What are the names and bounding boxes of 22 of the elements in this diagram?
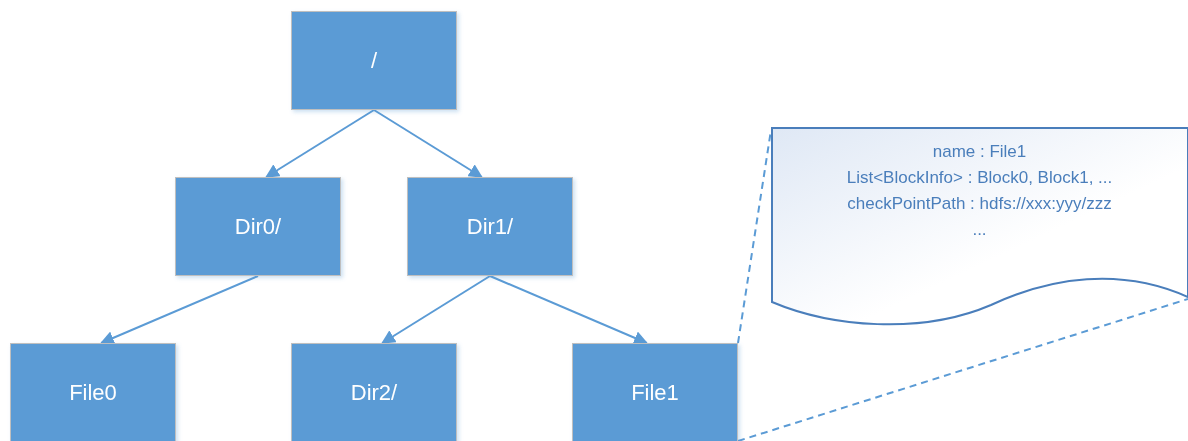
arrow — [489, 275, 648, 345]
tree-node-box — [407, 177, 573, 276]
tree-node-box — [572, 343, 738, 441]
node-label: File1 — [631, 379, 679, 407]
node-label: Dir0/ — [234, 213, 282, 241]
arrow — [373, 109, 483, 178]
arrow — [265, 109, 375, 178]
node-label: Dir1/ — [466, 213, 514, 241]
node-label: / — [370, 47, 378, 75]
arrow — [381, 275, 491, 344]
field-text: ... — [972, 219, 987, 241]
tree-node-box — [291, 343, 457, 441]
field-text: List<BlockInfo> : Block0, Block1, ... — [846, 167, 1113, 189]
dashed-connector — [737, 298, 1188, 441]
node-label: Dir2/ — [350, 379, 398, 407]
node-label: File0 — [69, 379, 117, 407]
tree-node-box — [291, 11, 457, 110]
tree-node-box — [175, 177, 341, 276]
tree-node-box — [10, 343, 176, 441]
field-text: name : File1 — [932, 141, 1027, 163]
field-text: checkPointPath : hdfs://xxx:yyy/zzz — [847, 193, 1112, 215]
arrow — [100, 275, 259, 345]
